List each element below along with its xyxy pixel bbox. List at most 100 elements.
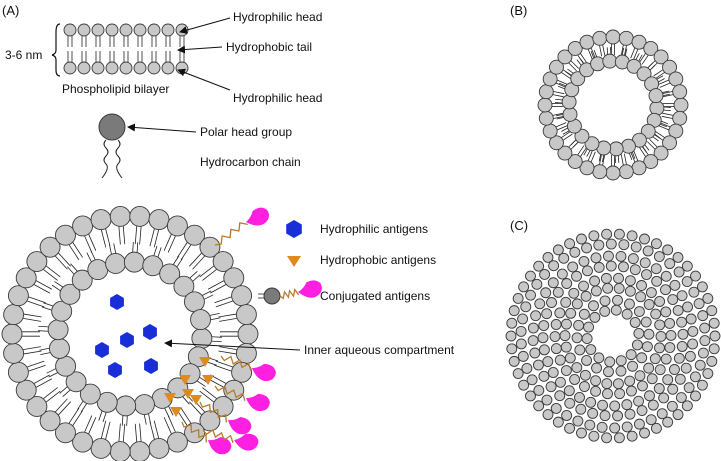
lipid-tail bbox=[215, 360, 233, 368]
lipid-head bbox=[526, 374, 538, 386]
lipid-tail bbox=[630, 47, 636, 59]
lipid-head bbox=[588, 230, 600, 242]
lipid-head bbox=[569, 374, 581, 385]
lipid-head bbox=[575, 403, 587, 415]
lipid-head bbox=[235, 304, 257, 326]
lipid-head bbox=[676, 290, 688, 302]
lipid-head bbox=[641, 341, 653, 353]
lipid-head bbox=[109, 205, 131, 227]
lipid-head bbox=[599, 305, 611, 317]
lipid-tail bbox=[202, 269, 217, 281]
lipid-tail bbox=[134, 226, 138, 245]
lipid-tail bbox=[35, 280, 53, 290]
lipid-head bbox=[624, 375, 636, 387]
lipid-tail bbox=[215, 300, 233, 308]
lipid-head bbox=[72, 215, 94, 237]
lipid-tail bbox=[23, 346, 41, 351]
lipid-head bbox=[574, 344, 586, 356]
lipid-head bbox=[693, 298, 705, 310]
lipid-head bbox=[548, 260, 560, 272]
lipid-tail bbox=[153, 229, 160, 248]
lipid-tail bbox=[35, 378, 53, 388]
lipid-head bbox=[589, 311, 601, 323]
lipid-head bbox=[613, 432, 625, 444]
bilayer-head bbox=[161, 61, 175, 75]
lipid-tail bbox=[567, 68, 574, 74]
lipid-head bbox=[585, 344, 597, 355]
lipid-head bbox=[531, 278, 543, 290]
lipid-head bbox=[660, 270, 672, 282]
lipid-tail bbox=[28, 364, 46, 372]
lipid-tail bbox=[153, 245, 158, 256]
bilayer-head bbox=[105, 61, 119, 75]
lipid-head bbox=[237, 323, 259, 345]
lipid-tail bbox=[638, 54, 643, 62]
conjugation-linker bbox=[202, 428, 234, 444]
lipid-head bbox=[564, 422, 576, 434]
lipid-tail bbox=[209, 313, 220, 316]
lipid-tail bbox=[202, 290, 212, 296]
lipid-head bbox=[623, 298, 635, 310]
lipid-head bbox=[672, 251, 684, 263]
lipid-head bbox=[579, 381, 590, 392]
lipid-tail bbox=[177, 410, 188, 426]
lipid-tail bbox=[557, 85, 565, 90]
lipid-tail bbox=[27, 360, 45, 368]
lipid-tail bbox=[602, 44, 606, 56]
lipid-head bbox=[567, 261, 579, 273]
lipid-tail bbox=[561, 131, 571, 138]
lipid-tail bbox=[109, 244, 112, 255]
lipid-head bbox=[650, 263, 662, 275]
thickness-brace bbox=[51, 23, 61, 77]
bilayer-head bbox=[133, 61, 147, 75]
lipid-tail bbox=[118, 423, 121, 442]
legend-linker bbox=[279, 288, 300, 300]
lipid-tail bbox=[623, 153, 627, 165]
lipid-tail bbox=[659, 82, 671, 88]
conjugated-antigen bbox=[246, 393, 270, 411]
lipid-head bbox=[550, 343, 562, 355]
conjugated-antigen bbox=[228, 416, 252, 435]
lipid-head bbox=[148, 209, 170, 231]
lipid-head bbox=[567, 154, 583, 169]
lipid-head bbox=[697, 347, 709, 359]
bilayer-head bbox=[105, 23, 119, 37]
lipid-head bbox=[517, 350, 529, 362]
lipid-tail bbox=[598, 154, 602, 162]
lipid-tail bbox=[661, 120, 669, 125]
hydrophobic-antigens-membrane bbox=[164, 357, 214, 417]
lipid-tail bbox=[633, 49, 639, 60]
lipid-tail bbox=[572, 141, 579, 148]
lipid-tail bbox=[62, 389, 71, 397]
lipid-head bbox=[650, 422, 662, 434]
lipid-tail bbox=[86, 252, 92, 262]
lipid-head bbox=[166, 431, 188, 453]
lipid-head bbox=[148, 437, 170, 459]
lipid-tail bbox=[210, 317, 221, 321]
lipid-tail bbox=[122, 226, 126, 245]
lipid-head bbox=[538, 370, 550, 382]
lipid-tail bbox=[577, 145, 585, 156]
lipid-head bbox=[71, 269, 93, 291]
lipid-tail bbox=[553, 115, 565, 119]
lipid-head bbox=[642, 245, 654, 257]
conjugation-linker bbox=[214, 222, 248, 246]
lipid-tail bbox=[559, 82, 566, 87]
lipid-tail bbox=[149, 228, 155, 247]
lipid-head bbox=[624, 408, 636, 420]
lipid-tail bbox=[649, 138, 658, 148]
lipid-head bbox=[55, 224, 76, 246]
lipid-head bbox=[702, 368, 714, 379]
lipid-head bbox=[656, 408, 668, 420]
lipid-head bbox=[542, 409, 554, 421]
lipid-tail bbox=[633, 150, 639, 161]
lipid-head bbox=[571, 332, 583, 344]
lipid-head bbox=[525, 390, 536, 402]
lipid-head bbox=[708, 317, 720, 329]
lipid-head bbox=[613, 228, 625, 240]
lipid-head bbox=[561, 94, 577, 110]
lipid-tail bbox=[218, 350, 237, 355]
lipid-head bbox=[506, 343, 518, 355]
lipid-head bbox=[212, 251, 234, 272]
label-hydrophilic-head-bottom: Hydrophilic head bbox=[233, 91, 322, 105]
